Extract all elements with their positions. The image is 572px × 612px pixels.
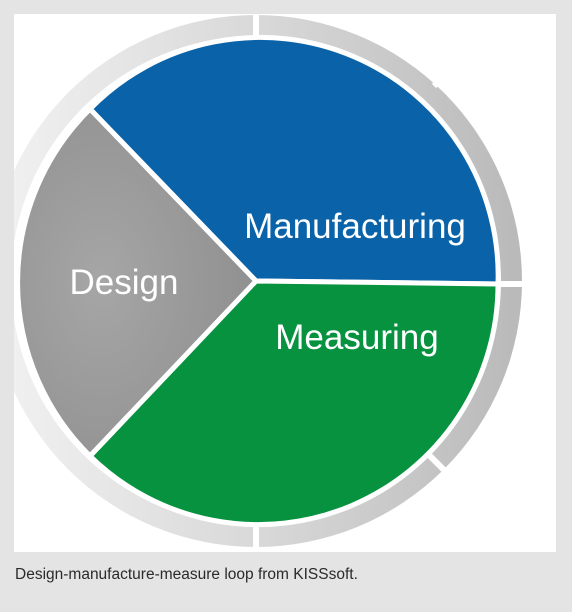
manufacturing-label: Manufacturing	[244, 207, 466, 246]
figure-panel: Manufacturing Measuring Design	[14, 14, 556, 552]
segment-measuring	[87, 278, 501, 528]
design-label: Design	[70, 263, 179, 302]
measuring-label: Measuring	[275, 318, 438, 357]
loop-diagram: Manufacturing Measuring Design	[14, 14, 556, 552]
segment-design	[15, 106, 259, 459]
ring-gap-lower-right	[423, 449, 465, 491]
ring-gap-upper-right	[431, 53, 467, 89]
figure-caption: Design-manufacture-measure loop from KIS…	[15, 566, 358, 583]
segment-manufacturing	[87, 34, 501, 287]
